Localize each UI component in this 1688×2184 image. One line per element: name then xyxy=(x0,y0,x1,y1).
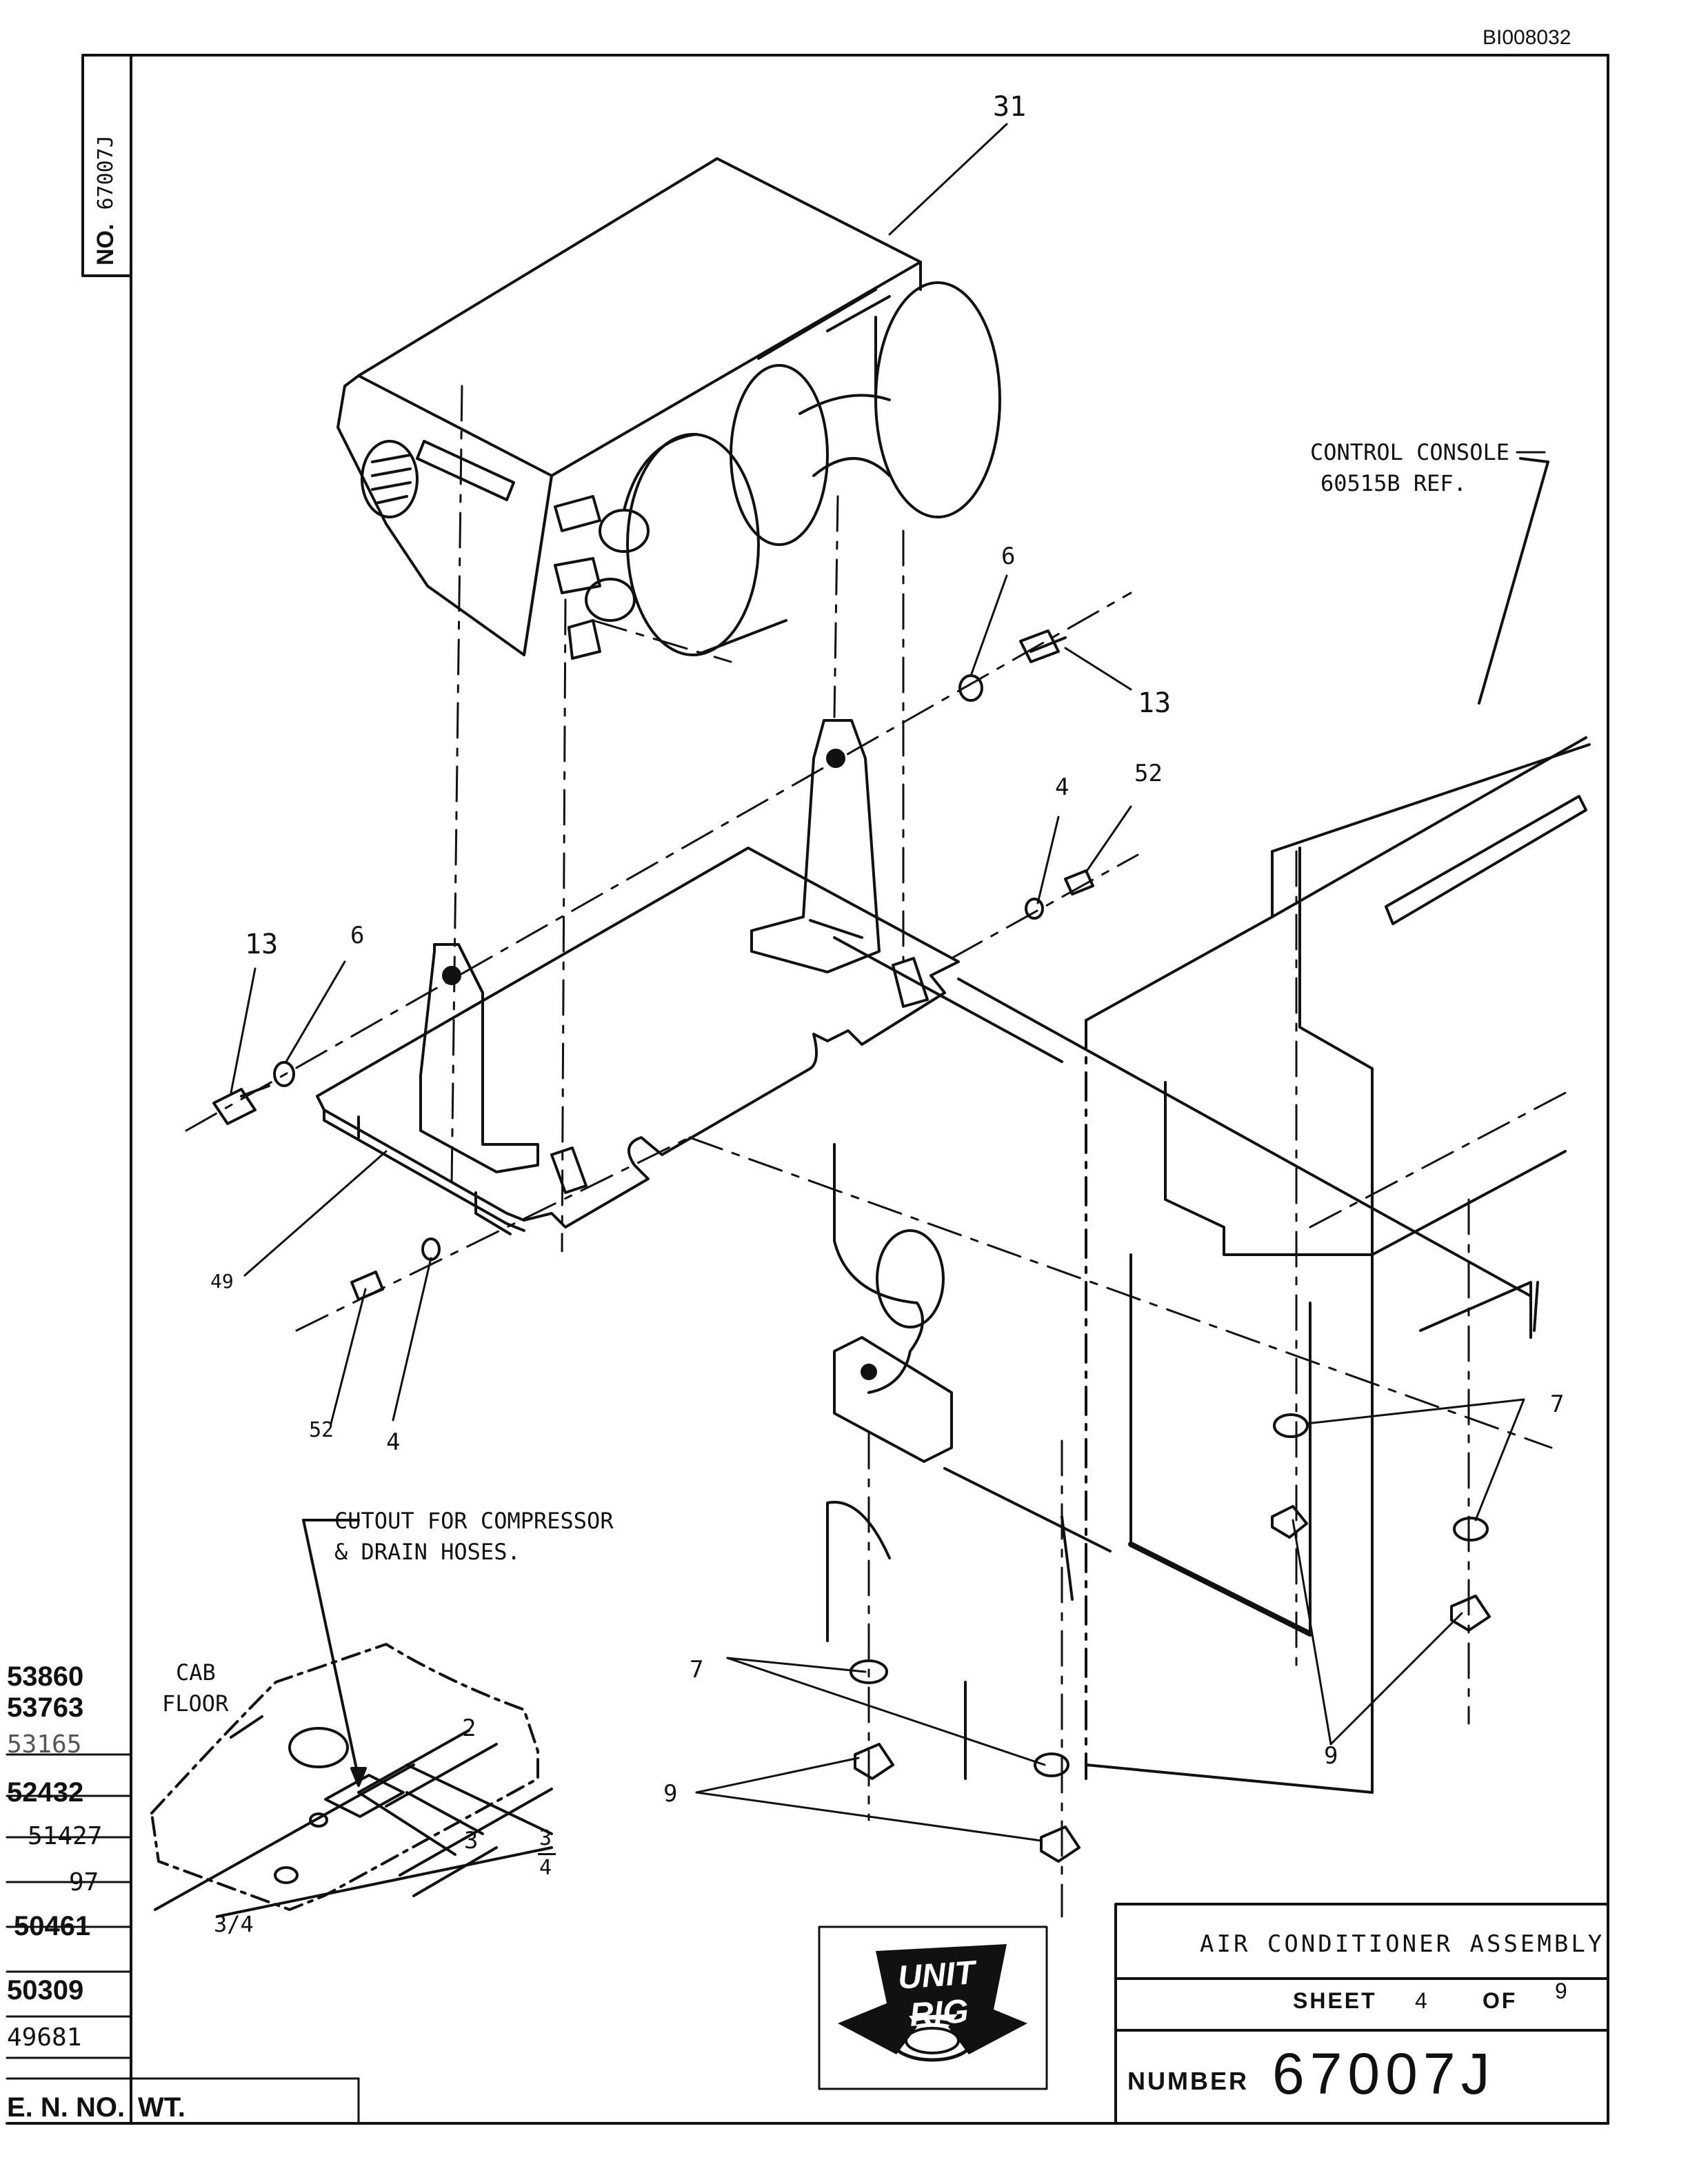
footer-wt-label: WT. xyxy=(138,2092,185,2123)
revision-6: 97 xyxy=(69,1868,99,1897)
dim-3-4-denominator: 4 xyxy=(539,1856,552,1880)
callout-9-lower: 9 xyxy=(663,1780,678,1808)
note-cutout-line2: & DRAIN HOSES. xyxy=(334,1539,521,1565)
dim-3-4-bottom: 3/4 xyxy=(214,1911,254,1937)
of-label: OF xyxy=(1483,1988,1518,2013)
logo-text: UNIT RIG xyxy=(896,1954,976,2034)
revision-4: 52432 xyxy=(7,1777,84,1808)
revision-3: 53165 xyxy=(7,1730,82,1759)
callout-4-lower: 4 xyxy=(386,1428,401,1456)
callout-49: 49 xyxy=(210,1270,234,1293)
callout-52-lower: 52 xyxy=(309,1418,334,1442)
sheet-label: SHEET xyxy=(1293,1988,1377,2013)
sheet-total: 9 xyxy=(1555,1979,1569,2003)
revision-2: 53763 xyxy=(7,1692,84,1723)
dim-3: 3 xyxy=(464,1827,479,1854)
title-block-title: AIR CONDITIONER ASSEMBLY xyxy=(1200,1930,1605,1958)
number-label: NUMBER xyxy=(1127,2067,1249,2095)
drawing-number: 67007J xyxy=(1272,2041,1496,2106)
dim-3-4-numerator: 3 xyxy=(539,1826,552,1850)
sheet-number: 4 xyxy=(1415,1988,1429,2013)
title-block xyxy=(1114,1903,1609,2125)
note-control-console-line1: CONTROL CONSOLE xyxy=(1310,439,1509,465)
callout-6-left: 6 xyxy=(350,922,365,949)
callout-31: 31 xyxy=(993,91,1027,123)
revision-column xyxy=(6,1753,360,2125)
callout-13-left: 13 xyxy=(245,929,279,960)
revision-8: 50309 xyxy=(7,1975,84,2005)
cab-floor-detail xyxy=(150,1519,553,1918)
callout-4-upper: 4 xyxy=(1055,774,1069,801)
callout-52-upper: 52 xyxy=(1134,760,1163,787)
callout-7-lower: 7 xyxy=(690,1656,704,1684)
note-cab-line1: CAB xyxy=(176,1659,216,1686)
callout-7-right: 7 xyxy=(1550,1391,1565,1418)
air-conditioner-unit xyxy=(336,157,1001,660)
leader-lines xyxy=(230,123,1546,1842)
mounting-plate xyxy=(316,719,960,1235)
hardware xyxy=(212,629,1491,1863)
side-tab-number: 67007J xyxy=(93,135,118,210)
center-lines xyxy=(185,385,1574,1918)
frame-cutout xyxy=(826,1143,1112,1780)
revision-9: 49681 xyxy=(7,2023,82,2052)
side-tab: NO. 67007J xyxy=(81,128,130,265)
callout-9-right: 9 xyxy=(1324,1742,1338,1770)
dim-fraction-bar xyxy=(538,1853,556,1855)
callout-6-upper: 6 xyxy=(1001,543,1016,570)
drawing-frame xyxy=(6,54,1609,2125)
note-cutout-line1: CUTOUT FOR COMPRESSOR xyxy=(334,1508,614,1534)
note-control-console-line2: 60515B REF. xyxy=(1320,470,1467,496)
document-id: BI008032 xyxy=(1483,26,1571,49)
side-tab-prefix: NO. xyxy=(92,223,119,265)
callout-13-upper: 13 xyxy=(1138,687,1172,719)
note-cab-line2: FLOOR xyxy=(162,1690,229,1717)
footer-ecn-label: E. N. NO. xyxy=(7,2092,125,2123)
revision-7: 50461 xyxy=(14,1911,91,1941)
logo-box xyxy=(818,1925,1048,2090)
control-console xyxy=(833,457,1591,1794)
dim-2: 2 xyxy=(462,1715,476,1742)
revision-5: 51427 xyxy=(28,1822,103,1850)
revision-1: 53860 xyxy=(7,1661,84,1692)
